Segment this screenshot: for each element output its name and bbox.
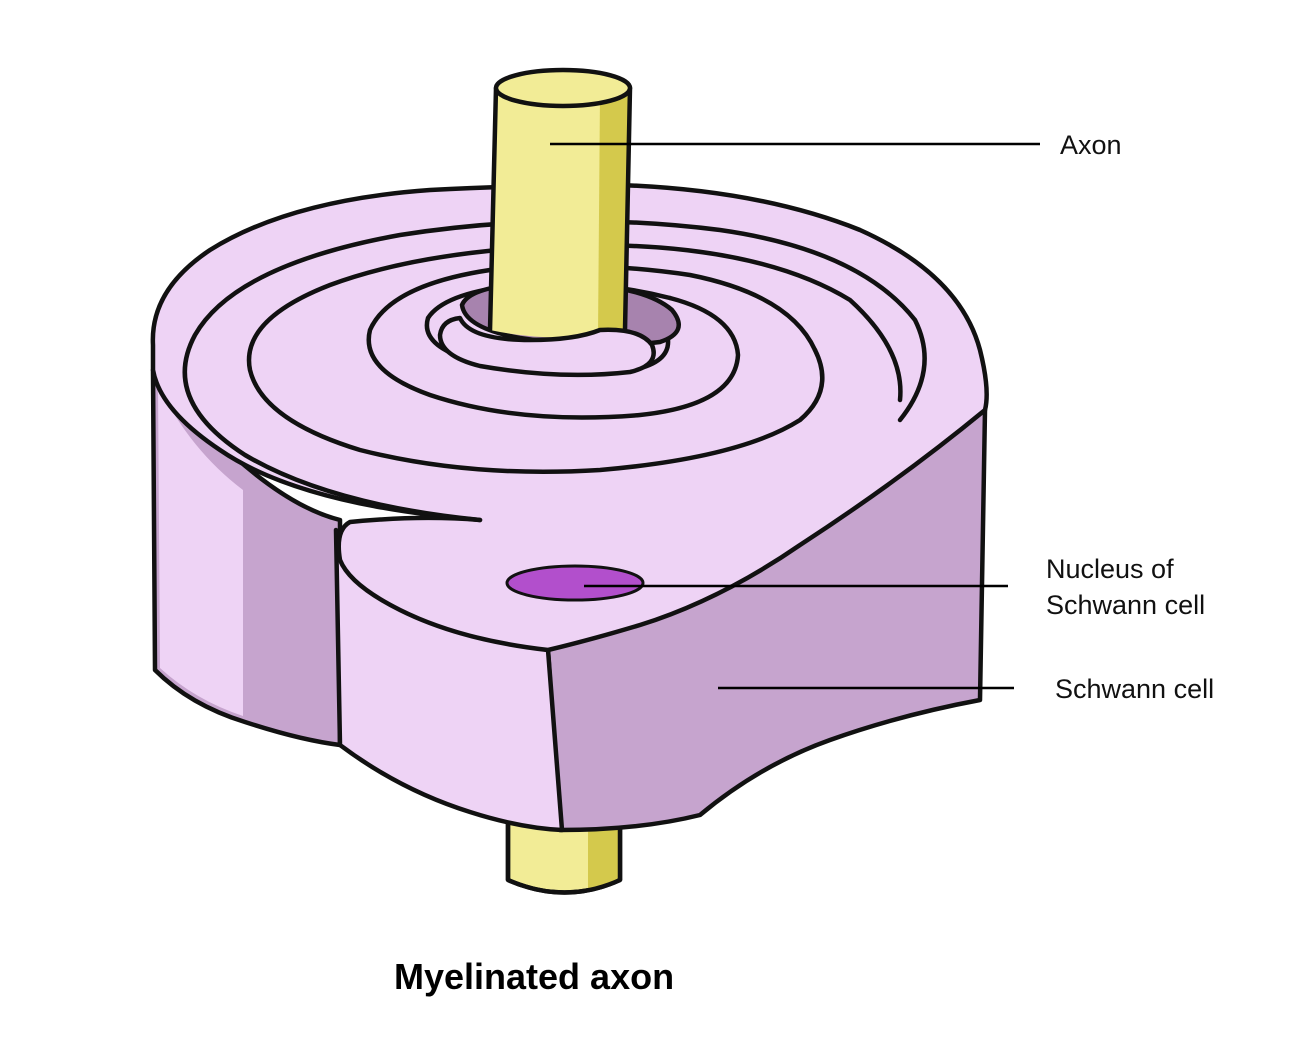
nucleus-label-line2: Schwann cell xyxy=(1046,590,1205,620)
axon-label: Axon xyxy=(1060,130,1122,160)
axon-upper-shadow xyxy=(598,95,630,335)
nucleus-label-line1: Nucleus of xyxy=(1046,554,1174,584)
schwann-cell-label: Schwann cell xyxy=(1055,674,1214,704)
axon-upper-body xyxy=(490,88,630,338)
axon-upper-sides xyxy=(487,85,633,333)
groove-3 xyxy=(366,263,818,420)
groove-2 xyxy=(246,242,903,474)
myelin-left-wall-highlight xyxy=(158,385,243,716)
schwann-nucleus xyxy=(505,564,645,602)
axon-upper xyxy=(487,67,633,338)
diagram-caption: Myelinated axon xyxy=(394,956,674,997)
myelin-inner-tongue xyxy=(437,315,656,378)
axon-lower-outline xyxy=(505,797,623,895)
groove-outer xyxy=(182,218,927,523)
axon-upper-cap xyxy=(493,67,633,109)
